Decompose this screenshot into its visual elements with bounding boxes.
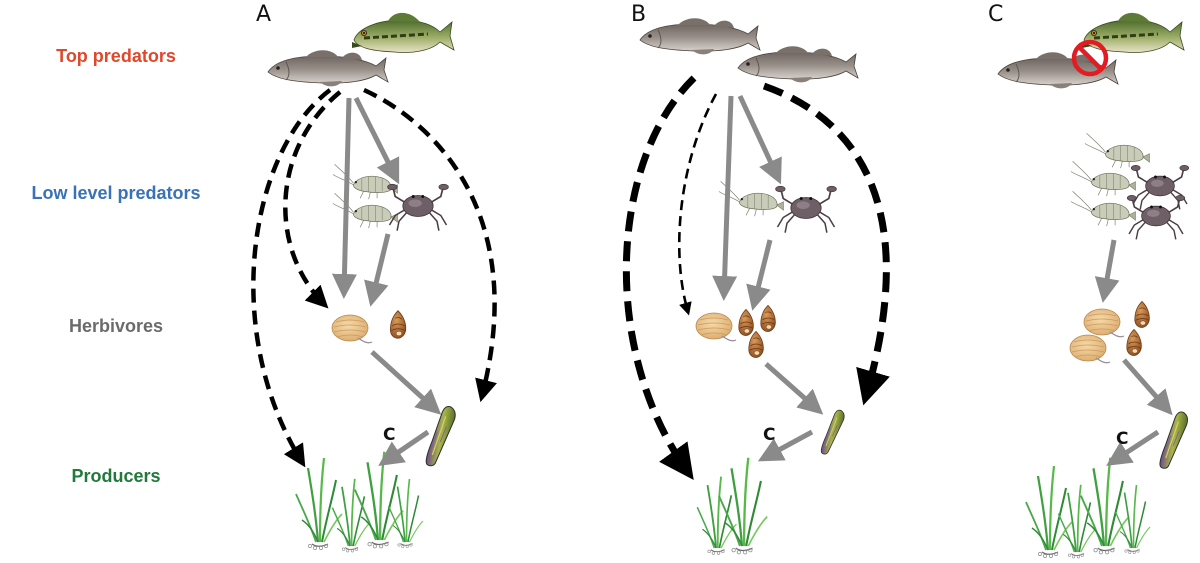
algae-blade-icon bbox=[820, 407, 846, 457]
direct-effect-arrow bbox=[353, 96, 400, 185]
snail-icon bbox=[748, 331, 764, 358]
c-label: C bbox=[383, 425, 395, 445]
bass-fish-icon bbox=[1080, 11, 1186, 55]
direct-effect-arrow bbox=[370, 350, 442, 415]
panel-a: C bbox=[251, 11, 497, 553]
panel-c: C bbox=[997, 11, 1190, 559]
isopod-icon bbox=[695, 312, 737, 342]
direct-effect-arrow bbox=[746, 239, 773, 311]
direct-effect-arrow bbox=[764, 362, 824, 415]
indirect-effect-arrow bbox=[283, 90, 342, 309]
seagrass-icon bbox=[331, 477, 371, 553]
isopod-icon bbox=[331, 314, 373, 344]
indirect-effect-arrow bbox=[677, 93, 718, 316]
direct-effect-arrow bbox=[378, 429, 430, 466]
snail-icon bbox=[390, 310, 407, 339]
panel-letter-c: C bbox=[988, 2, 1004, 27]
snail-icon bbox=[738, 309, 754, 336]
panel-letter-a: A bbox=[256, 2, 272, 27]
level-label-top-predators: Top predators bbox=[56, 46, 176, 66]
isopod-icon bbox=[1083, 308, 1125, 338]
algae-blade-icon bbox=[424, 403, 457, 469]
snail-icon bbox=[760, 305, 776, 332]
direct-effect-arrow bbox=[364, 233, 391, 307]
direct-effect-arrow bbox=[331, 97, 357, 299]
crab-icon bbox=[774, 185, 838, 234]
panel-b: C bbox=[622, 17, 890, 556]
direct-effect-arrow bbox=[1094, 239, 1120, 303]
panel-letter-b: B bbox=[631, 2, 647, 27]
c-label: C bbox=[763, 425, 775, 445]
indirect-effect-arrow bbox=[251, 88, 332, 468]
seagrass-icon bbox=[294, 456, 344, 551]
crab-icon bbox=[1130, 164, 1190, 211]
level-label-herbivores: Herbivores bbox=[68, 316, 164, 336]
level-label-producers: Producers bbox=[71, 466, 161, 486]
direct-effect-arrow bbox=[737, 94, 782, 185]
cod-fish-icon bbox=[737, 45, 859, 83]
direct-effect-arrow bbox=[757, 429, 814, 462]
direct-effect-arrow bbox=[1122, 358, 1173, 416]
snail-icon bbox=[1126, 329, 1142, 356]
direct-effect-arrow bbox=[1106, 429, 1160, 466]
shrimp-icon bbox=[1070, 190, 1136, 227]
isopod-icon bbox=[1069, 334, 1111, 364]
snail-icon bbox=[1134, 301, 1150, 328]
indirect-effect-arrow bbox=[762, 82, 890, 406]
level-label-low-level-predators: Low level predators bbox=[31, 183, 201, 203]
prohibited-icon bbox=[1071, 39, 1109, 77]
seagrass-icon bbox=[696, 475, 738, 556]
algae-blade-icon bbox=[1158, 409, 1190, 472]
crab-icon bbox=[1126, 194, 1186, 241]
shrimp-icon bbox=[1070, 160, 1136, 197]
seagrass-icon bbox=[1024, 464, 1074, 559]
c-label: C bbox=[1116, 429, 1128, 449]
shrimp-icon bbox=[332, 163, 398, 200]
bass-fish-icon bbox=[350, 11, 456, 55]
cod-fish-icon bbox=[267, 49, 389, 87]
direct-effect-arrow bbox=[712, 95, 738, 301]
indirect-effect-arrow bbox=[363, 87, 497, 403]
shrimp-icon bbox=[1084, 132, 1150, 169]
cod-fish-icon bbox=[639, 17, 761, 55]
indirect-effect-arrow bbox=[622, 75, 697, 480]
shrimp-icon bbox=[332, 192, 398, 229]
